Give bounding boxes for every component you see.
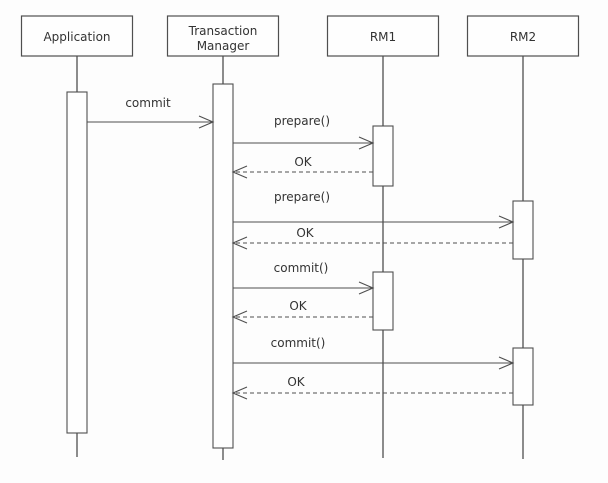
actor-label-rm2: RM2 — [510, 30, 536, 44]
actor-box-tm — [166, 15, 280, 57]
activation-bar-rm1-0 — [372, 125, 394, 187]
actor-box-app — [20, 15, 134, 57]
actor-label-rm1: RM1 — [370, 30, 396, 44]
arrowhead-icon — [358, 136, 375, 150]
arrowhead-icon — [358, 281, 375, 295]
message-label: commit() — [271, 336, 326, 350]
message-label: prepare() — [274, 114, 330, 128]
actor-label-tm: Transaction — [188, 24, 258, 38]
arrowhead-icon — [198, 115, 215, 129]
arrowhead-icon — [231, 165, 248, 179]
message-label: commit — [125, 96, 171, 110]
actor-box-rm1 — [326, 15, 440, 57]
message-label: prepare() — [274, 190, 330, 204]
arrowhead-icon — [498, 356, 515, 370]
arrowhead-icon — [231, 236, 248, 250]
message-label: OK — [287, 375, 305, 389]
message-label: OK — [296, 226, 314, 240]
activation-bar-app-0 — [66, 91, 88, 434]
message-label: commit() — [274, 261, 329, 275]
arrowhead-icon — [498, 215, 515, 229]
actor-box-rm2 — [466, 15, 580, 57]
activation-bar-rm1-1 — [372, 271, 394, 331]
message-label: OK — [289, 299, 307, 313]
arrowhead-icon — [231, 386, 248, 400]
arrowhead-icon — [231, 310, 248, 324]
activation-bar-rm2-1 — [512, 347, 534, 406]
message-label: OK — [294, 155, 312, 169]
actor-label-tm: Manager — [197, 39, 250, 53]
actor-label-app: Application — [43, 30, 110, 44]
activation-bar-rm2-0 — [512, 200, 534, 260]
activation-bar-tm-0 — [212, 83, 234, 449]
